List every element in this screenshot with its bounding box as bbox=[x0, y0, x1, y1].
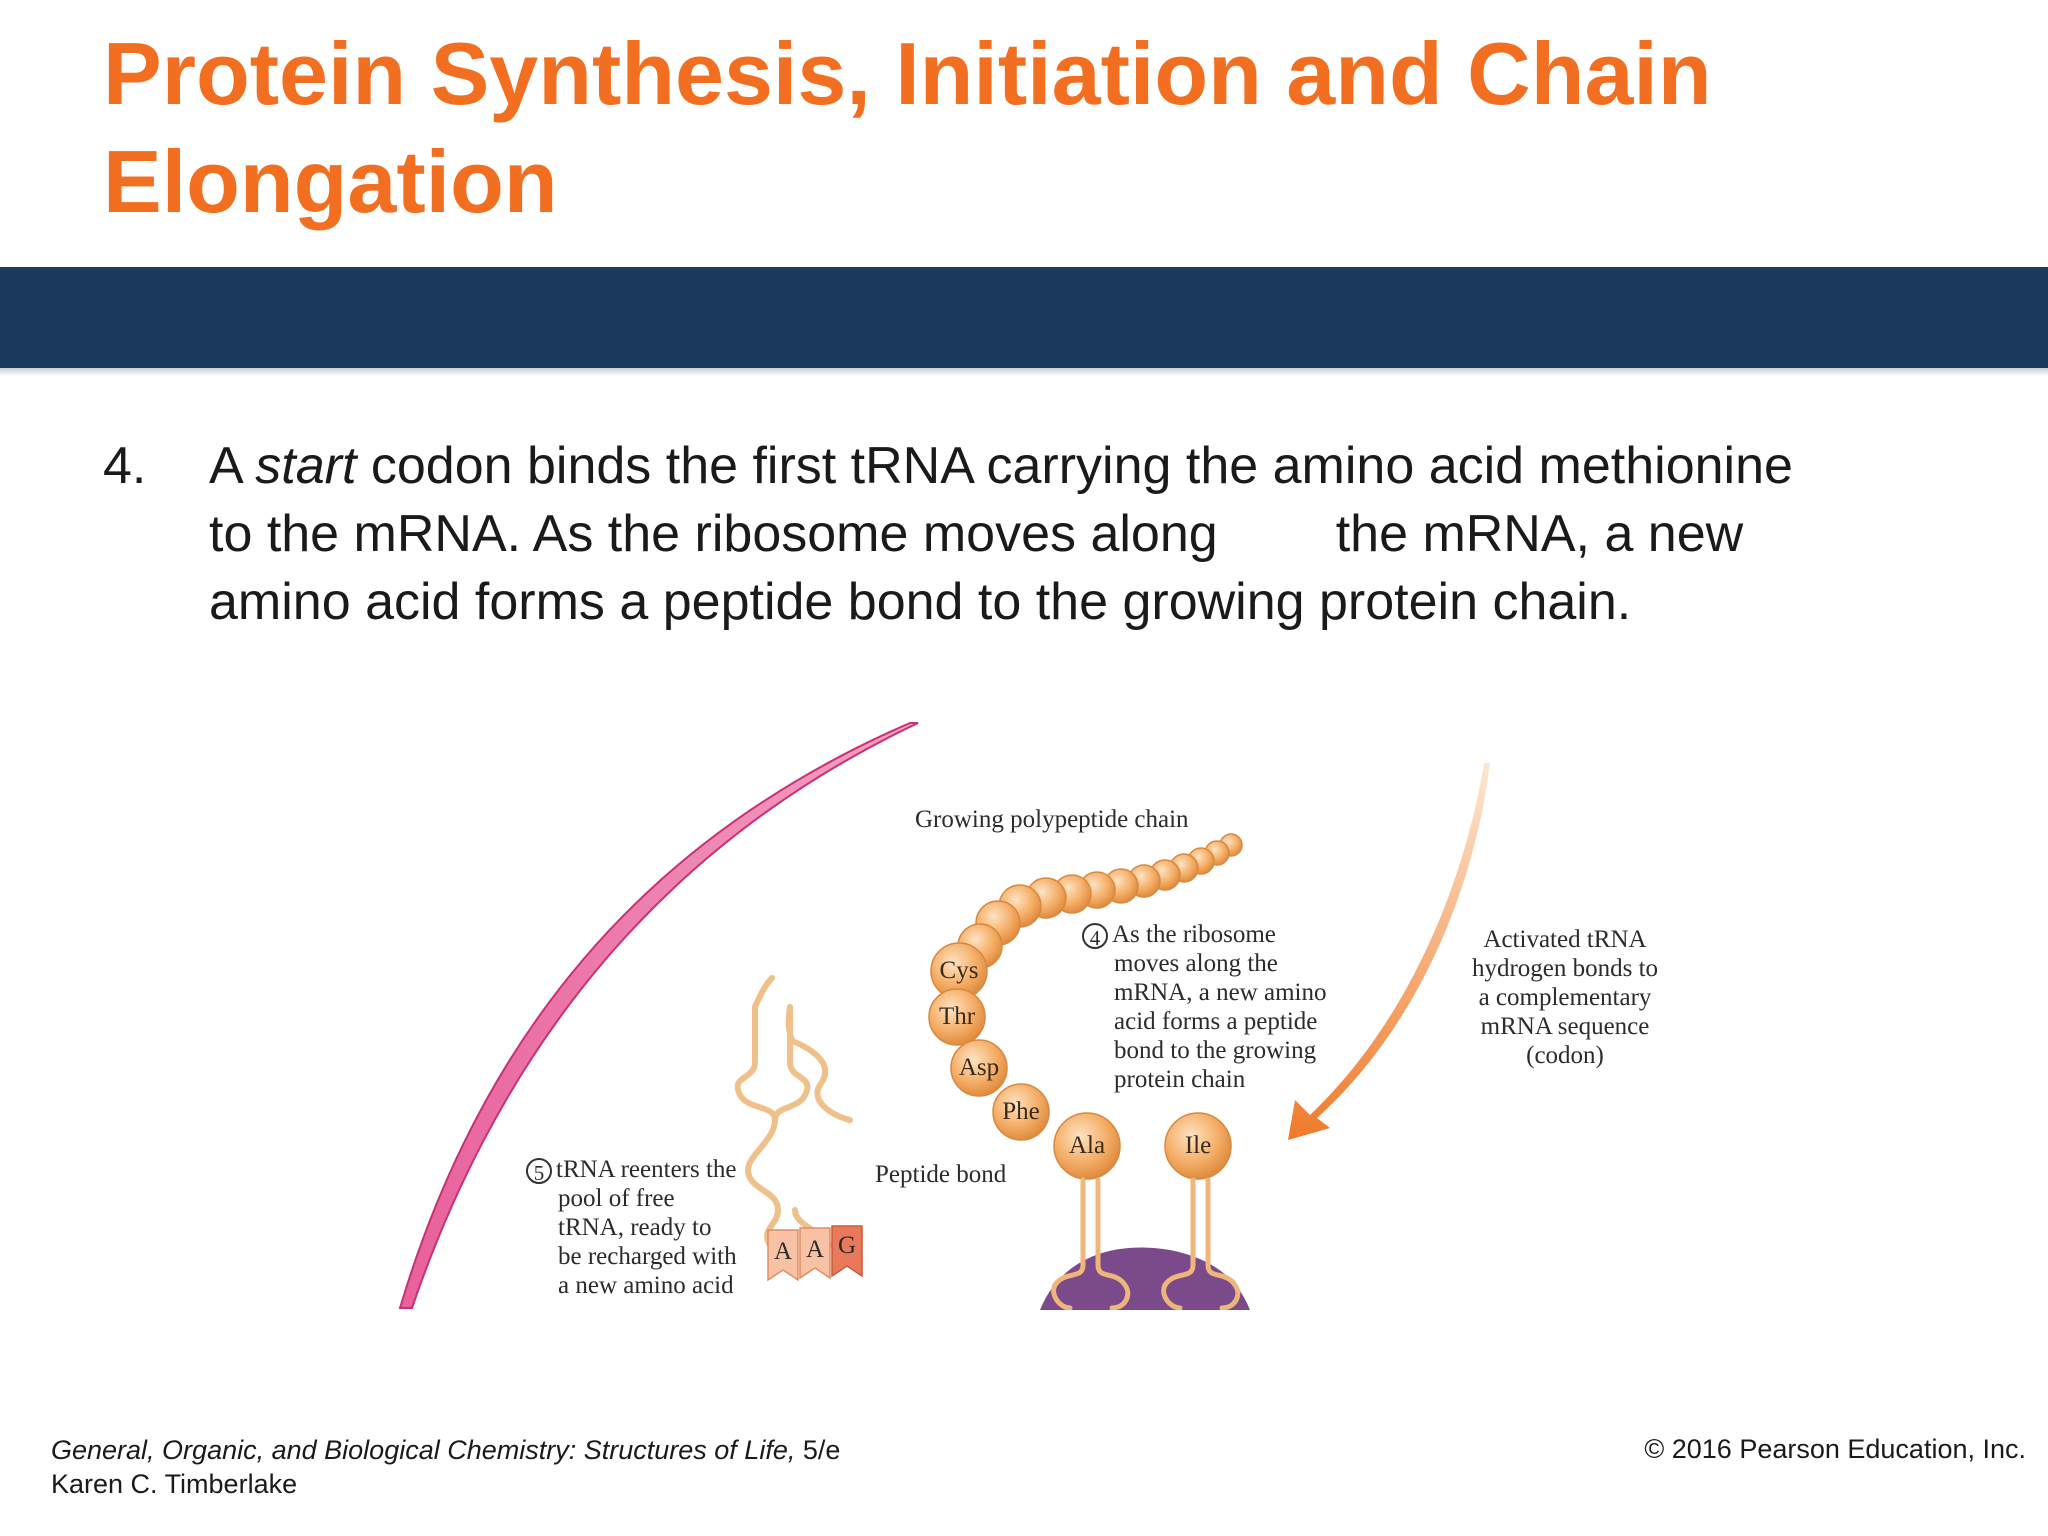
amino-acid-label: Phe bbox=[1002, 1098, 1040, 1125]
title-band-shadow bbox=[0, 368, 2048, 376]
translation-figure: Growing polypeptide chain Cys Thr Asp Ph… bbox=[390, 720, 1700, 1310]
anticodon-blocks bbox=[767, 1225, 863, 1282]
step-5-number: 5 bbox=[526, 1158, 552, 1185]
step-line-1-pre: A bbox=[209, 437, 256, 495]
step-line-2-a: to the mRNA. As the ribosome moves along bbox=[209, 505, 1218, 563]
activated-trna-caption: Activated tRNA hydrogen bonds to a compl… bbox=[1471, 926, 1659, 1069]
step-line-3: amino acid forms a peptide bond to the g… bbox=[209, 573, 1632, 631]
footer-citation: General, Organic, and Biological Chemist… bbox=[51, 1433, 840, 1501]
footer-edition: 5/e bbox=[795, 1435, 841, 1465]
footer-book-title: General, Organic, and Biological Chemist… bbox=[51, 1435, 796, 1465]
step-line-1: A start codon binds the first tRNA carry… bbox=[209, 432, 2048, 500]
step-line-1-post: codon binds the first tRNA carrying the … bbox=[356, 437, 1793, 495]
anticodon-base: A bbox=[773, 1238, 793, 1265]
peptide-bond-label: Peptide bond bbox=[875, 1161, 1007, 1188]
membrane-curve bbox=[398, 722, 919, 1309]
trna-stalks bbox=[1051, 1177, 1241, 1310]
step-text: A start codon binds the first tRNA carry… bbox=[209, 432, 2048, 636]
translation-illustration bbox=[398, 722, 1490, 1310]
amino-acid-label: Cys bbox=[939, 957, 979, 984]
amino-acid-label: Thr bbox=[938, 1003, 976, 1030]
step-number: 4. bbox=[103, 437, 147, 495]
step-4-number: 4 bbox=[1082, 923, 1108, 950]
ribosome bbox=[1040, 1247, 1250, 1310]
amino-acid-label: Asp bbox=[958, 1054, 1000, 1081]
step-line-2: to the mRNA. As the ribosome moves along… bbox=[209, 500, 2048, 568]
slide-title: Protein Synthesis, Initiation and Chain … bbox=[103, 24, 1712, 231]
amino-acid-beads bbox=[928, 942, 1232, 1180]
growing-chain-label: Growing polypeptide chain bbox=[915, 806, 1189, 833]
polypeptide-chain bbox=[957, 833, 1243, 969]
footer-author: Karen C. Timberlake bbox=[51, 1469, 298, 1499]
free-trna bbox=[734, 975, 853, 1248]
anticodon-base: G bbox=[837, 1232, 857, 1259]
footer-copyright: © 2016 Pearson Education, Inc. bbox=[1644, 1434, 2026, 1464]
amino-acid-label: Ala bbox=[1068, 1132, 1106, 1159]
anticodon-base: A bbox=[805, 1236, 825, 1263]
amino-acid-label: Ile bbox=[1184, 1132, 1212, 1159]
title-band bbox=[0, 267, 2048, 368]
step-line-1-emphasis: start bbox=[255, 437, 357, 495]
step-line-2-b: the mRNA, a new bbox=[1335, 505, 1744, 563]
